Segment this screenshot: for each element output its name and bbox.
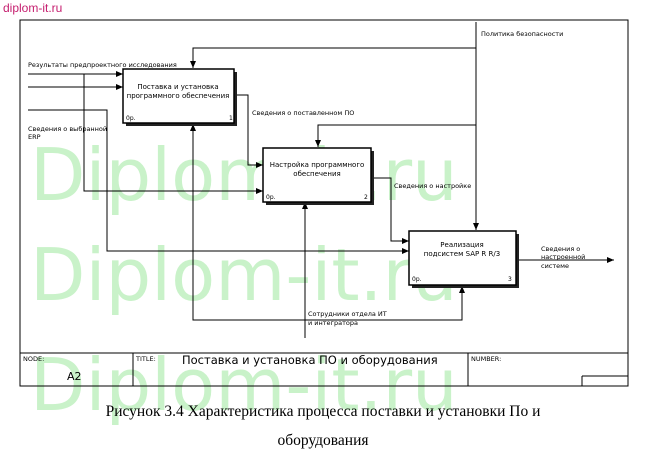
arrow-security-to-1 — [190, 47, 476, 68]
box-3-number: 3 — [508, 276, 512, 283]
watermark-text: Diplom-it.ru — [30, 343, 458, 427]
title-value: Поставка и установка ПО и оборудования — [182, 353, 438, 367]
label-installed-info: Сведения о поставленном ПО — [252, 109, 354, 117]
arrow-setup-info — [371, 177, 409, 244]
site-url[interactable]: diplom-it.ru — [3, 1, 63, 15]
arrow-installed-info — [234, 94, 263, 168]
label-output-1: Сведения о — [541, 245, 580, 253]
connectors — [28, 22, 614, 338]
arrow-security-to-2 — [315, 124, 476, 147]
box-2-cost: 0р. — [266, 194, 276, 201]
number-label: NUMBER: — [471, 355, 501, 363]
box-3-cost: 0р. — [412, 276, 422, 283]
box-1-line-2: программного обеспечения — [127, 92, 230, 100]
diagram-frame — [19, 19, 629, 387]
arrow-staff-to-1 — [190, 124, 305, 321]
arrow-staff-to-3 — [305, 286, 465, 321]
activity-box-2: Настройка программного обеспечения 0р. 2 — [262, 147, 374, 205]
figure-caption-line-2: оборудования — [277, 432, 369, 449]
activity-box-1: Поставка и установка программного обеспе… — [122, 68, 237, 126]
watermark-group: Diplom-it.ru Diplom-it.ru Diplom-it.ru — [30, 133, 458, 427]
box-2-line-2: обеспечения — [293, 170, 340, 178]
label-erp-1: Сведения о выбранной — [28, 125, 107, 133]
label-staff-1: Сотрудники отдела ИТ — [308, 310, 387, 318]
label-output-3: системе — [541, 262, 569, 270]
box-1-cost: 0р. — [126, 115, 136, 122]
label-erp-2: ERP — [28, 133, 41, 141]
label-staff-2: и интегратора — [308, 319, 358, 327]
arrow-erp — [28, 109, 409, 254]
box-2-line-1: Настройка программного — [270, 161, 365, 169]
label-security: Политика безопасности — [481, 30, 563, 38]
node-label: NODE: — [23, 355, 44, 363]
box-2-number: 2 — [364, 194, 368, 201]
arrow-results-branch — [83, 74, 263, 194]
box-1-number: 1 — [229, 115, 233, 122]
watermark-text: Diplom-it.ru — [30, 233, 458, 317]
box-3-line-1: Реализация — [440, 241, 483, 249]
label-results: Результаты предпроектного исследования — [28, 61, 177, 69]
footer: NODE: A2 TITLE: Поставка и установка ПО … — [20, 352, 628, 386]
box-3-line-2: подсистем SAP R R/3 — [424, 250, 500, 258]
label-setup-info: Сведения о настройке — [394, 182, 471, 190]
arrow-labels: Результаты предпроектного исследования С… — [28, 30, 585, 327]
box-1-line-1: Поставка и установка — [137, 83, 218, 91]
label-output-2: настроенной — [541, 253, 585, 261]
title-label: TITLE: — [135, 355, 156, 363]
node-value: A2 — [67, 370, 82, 383]
activity-box-3: Реализация подсистем SAP R R/3 0р. 3 — [408, 230, 519, 288]
figure-caption-line-1: Рисунок 3.4 Характеристика процесса пост… — [105, 403, 541, 420]
watermark-text: Diplom-it.ru — [30, 133, 458, 217]
